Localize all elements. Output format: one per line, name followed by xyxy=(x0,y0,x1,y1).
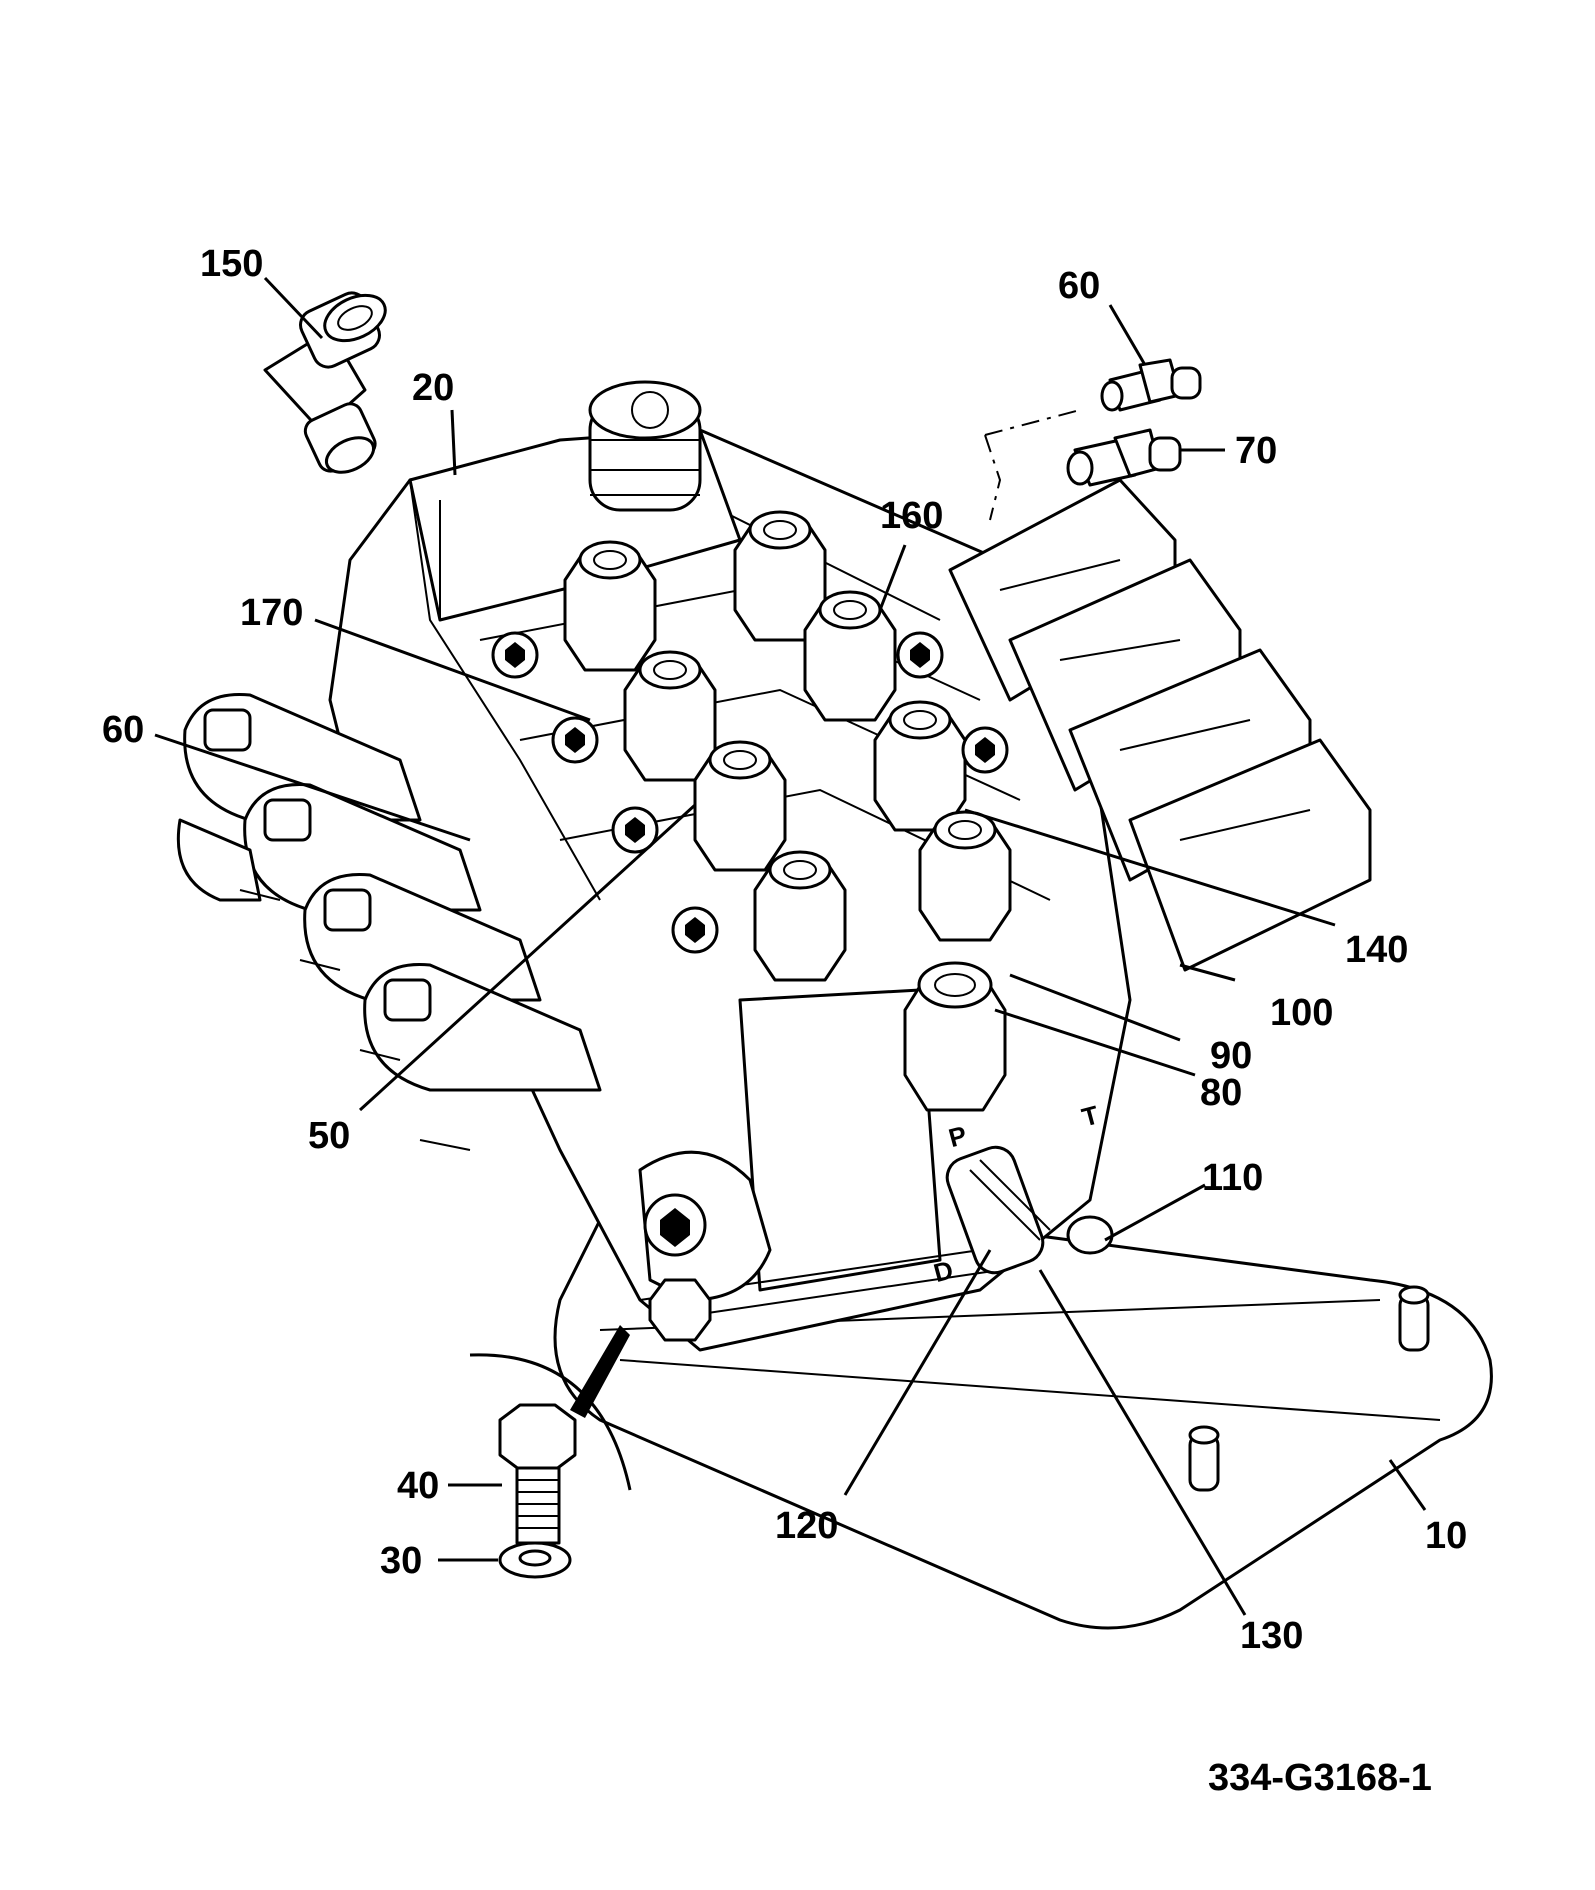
callout-120: 120 xyxy=(775,1505,838,1547)
callout-170: 170 xyxy=(240,592,303,634)
callout-150: 150 xyxy=(200,243,263,285)
callout-160: 160 xyxy=(880,495,943,537)
port-t-label: T xyxy=(1079,1099,1102,1132)
cap-screws xyxy=(491,631,1009,954)
callout-labels: 150 20 60 70 160 170 60 140 100 90 80 50… xyxy=(102,243,1467,1657)
callout-60-top: 60 xyxy=(1058,265,1100,307)
callout-60-left: 60 xyxy=(102,709,144,751)
leader-lines xyxy=(154,276,1427,1616)
callout-10: 10 xyxy=(1425,1515,1467,1557)
callout-80: 80 xyxy=(1200,1072,1242,1114)
elbow-fitting xyxy=(263,291,387,474)
solenoid-coils-left xyxy=(176,692,602,1151)
solenoid-coils-right xyxy=(948,478,1372,972)
side-plug xyxy=(638,1150,772,1302)
hex-fittings xyxy=(563,510,1012,1112)
threaded-plug xyxy=(588,380,702,512)
callout-30: 30 xyxy=(380,1540,422,1582)
callout-110: 110 xyxy=(1202,1157,1263,1199)
callout-130: 130 xyxy=(1240,1615,1303,1657)
callout-50: 50 xyxy=(308,1115,350,1157)
callout-70: 70 xyxy=(1235,430,1277,472)
port-fitting-assembly xyxy=(945,1145,1114,1275)
callout-20: 20 xyxy=(412,367,454,409)
callout-90: 90 xyxy=(1210,1035,1252,1077)
callout-40: 40 xyxy=(397,1465,439,1507)
bolt-detail xyxy=(469,1325,632,1579)
block-hex-bolt xyxy=(648,1278,712,1342)
callout-100: 100 xyxy=(1270,992,1333,1034)
drawing-number: 334-G3168-1 xyxy=(1208,1757,1432,1799)
small-fitting-top xyxy=(1100,358,1202,412)
assembly-centerline xyxy=(984,409,1081,521)
small-fitting-70 xyxy=(1066,428,1182,487)
callout-140: 140 xyxy=(1345,929,1408,971)
